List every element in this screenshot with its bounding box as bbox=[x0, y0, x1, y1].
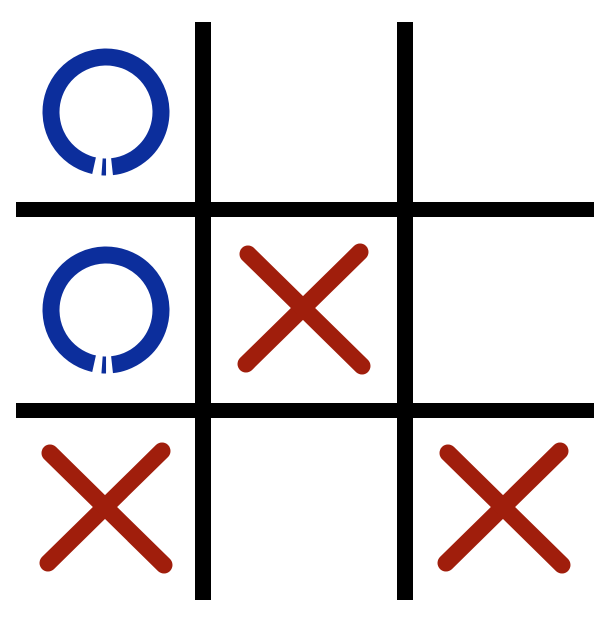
board-cell-r3-c1[interactable] bbox=[16, 418, 195, 600]
x-mark-icon bbox=[237, 243, 371, 375]
board-cell-r2-c3[interactable] bbox=[413, 217, 594, 403]
o-mark-icon bbox=[42, 48, 169, 176]
x-mark-icon bbox=[39, 442, 172, 574]
x-mark-icon bbox=[437, 442, 570, 574]
grid-line-vertical-2 bbox=[397, 22, 413, 600]
board-cell-r3-c3[interactable] bbox=[413, 418, 594, 600]
grid-line-vertical-1 bbox=[195, 22, 211, 600]
board-cell-r2-c1[interactable] bbox=[16, 217, 195, 403]
board-cell-r3-c2[interactable] bbox=[211, 418, 397, 600]
grid-line-horizontal-2 bbox=[16, 403, 594, 418]
board-cell-r1-c3[interactable] bbox=[413, 22, 594, 202]
grid-line-horizontal-1 bbox=[16, 202, 594, 217]
o-mark-icon bbox=[42, 246, 169, 374]
board-cell-r1-c1[interactable] bbox=[16, 22, 195, 202]
board-cell-r1-c2[interactable] bbox=[211, 22, 397, 202]
board-cell-r2-c2[interactable] bbox=[211, 217, 397, 403]
